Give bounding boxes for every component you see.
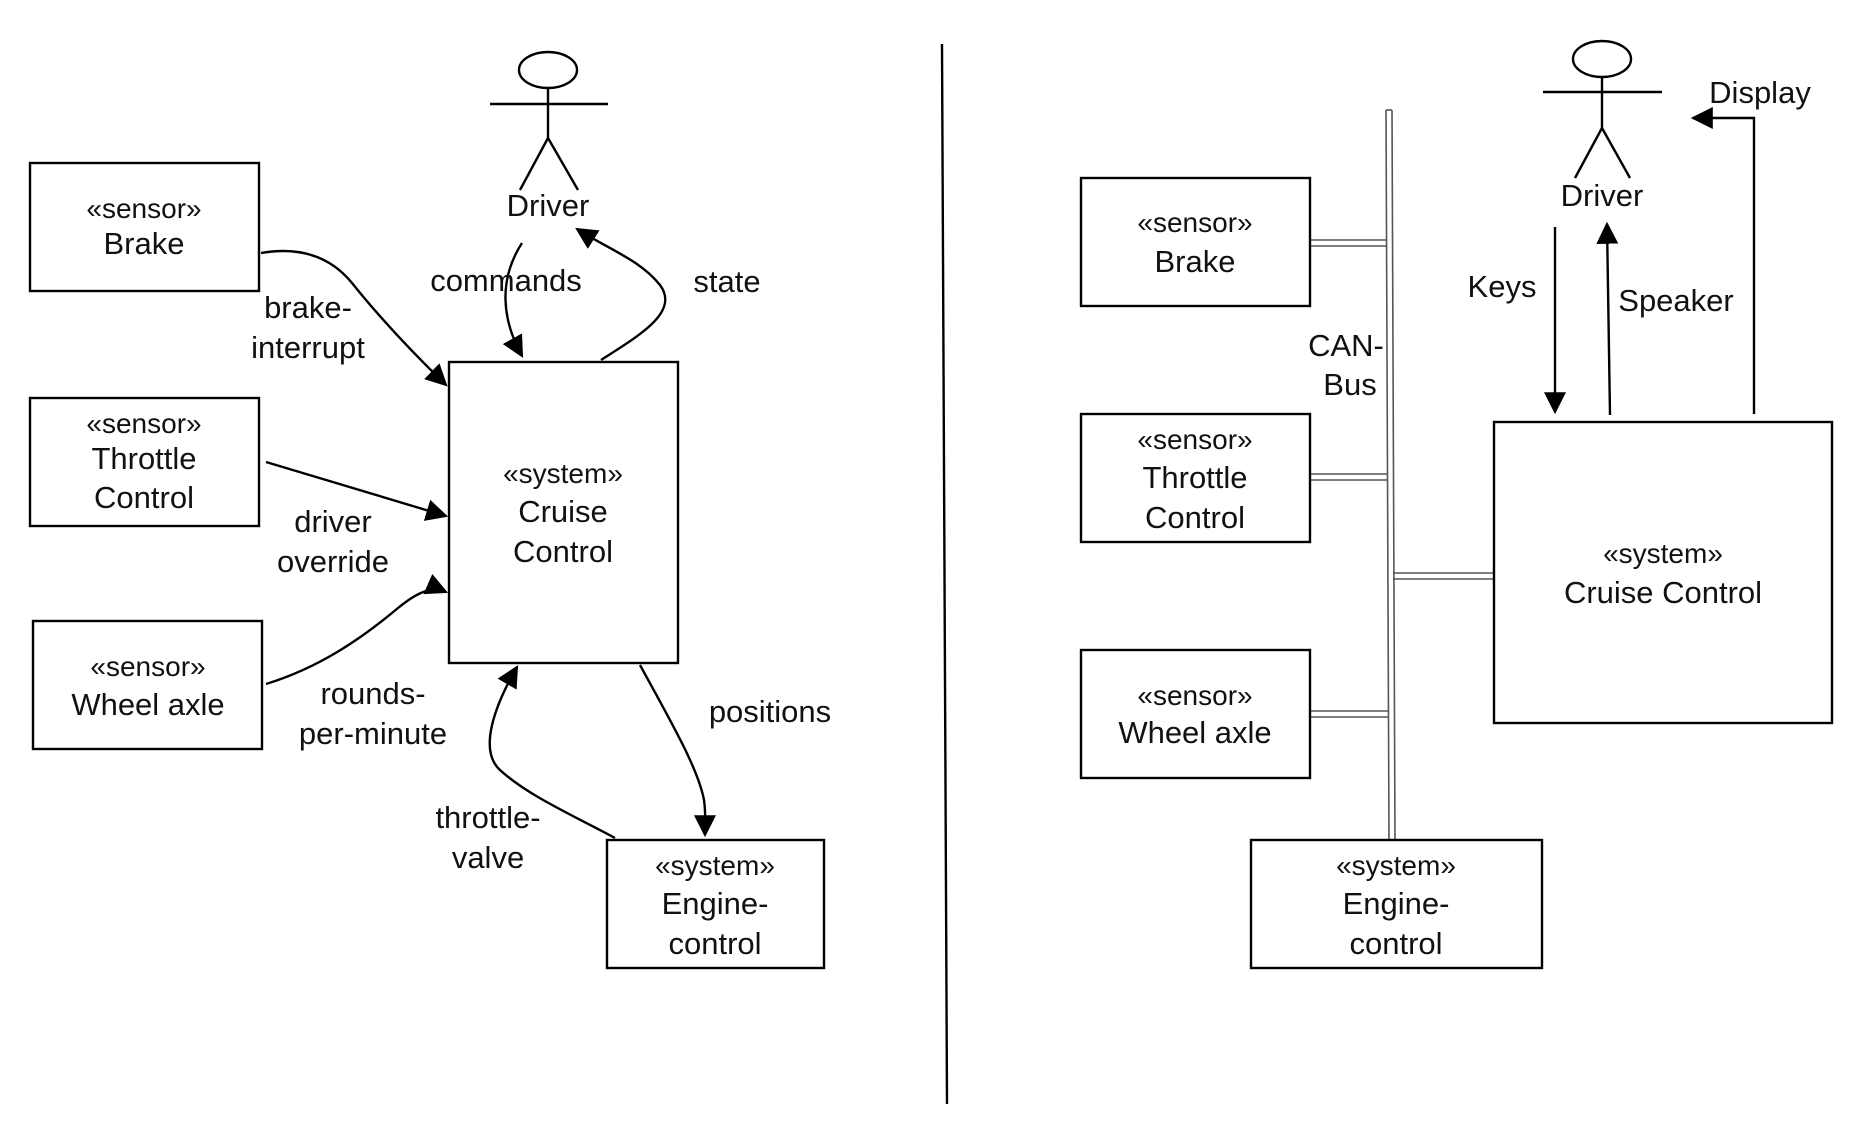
left-cruise-stereotype: «system» (503, 458, 623, 489)
right-engine-name-2: control (1349, 926, 1442, 961)
right-cruise-stereotype: «system» (1603, 538, 1723, 569)
driver-override-label-2: override (277, 544, 389, 579)
left-throttle-name-1: Throttle (91, 441, 196, 476)
display-label: Display (1709, 75, 1811, 110)
speaker-arrow (1596, 221, 1619, 416)
driver-override-label-1: driver (294, 504, 372, 539)
can-bus (1309, 109, 1494, 842)
left-engine-control-system: «system» Engine- control (605, 838, 826, 970)
rounds-per-minute-arrow (265, 573, 449, 686)
left-wheel-sensor: «sensor» Wheel axle (31, 619, 264, 751)
right-wheel-stereotype: «sensor» (1137, 680, 1252, 711)
positions-arrow (638, 664, 717, 838)
left-diagram: Driver «sensor» Brake «sensor» Throttle … (28, 50, 831, 970)
right-engine-stereotype: «system» (1336, 850, 1456, 881)
display-arrow (1690, 107, 1756, 414)
speaker-label: Speaker (1618, 283, 1733, 318)
throttle-valve-label-2: valve (452, 840, 524, 875)
can-bus-label-2: Bus (1323, 367, 1376, 402)
driver-override-arrow (265, 460, 449, 521)
throttle-valve-label-1: throttle- (435, 800, 540, 835)
commands-arrow (502, 242, 524, 358)
panel-divider (940, 43, 949, 1105)
left-cruise-name-2: Control (513, 534, 613, 569)
positions-label: positions (709, 694, 831, 729)
left-driver-actor: Driver (490, 50, 608, 223)
right-engine-name-1: Engine- (1343, 886, 1450, 921)
rounds-per-minute-label-1: rounds- (320, 676, 425, 711)
can-bus-label-1: CAN- (1308, 328, 1384, 363)
left-engine-name-1: Engine- (662, 886, 769, 921)
right-driver-label: Driver (1561, 178, 1644, 213)
left-engine-name-2: control (668, 926, 761, 961)
right-driver-actor: Driver (1543, 39, 1662, 213)
state-arrow (575, 227, 667, 362)
left-cruise-control-system: «system» Cruise Control (447, 360, 680, 665)
left-engine-stereotype: «system» (655, 850, 775, 881)
left-throttle-name-2: Control (94, 480, 194, 515)
right-brake-name: Brake (1155, 244, 1236, 279)
right-brake-stereotype: «sensor» (1137, 207, 1252, 238)
brake-interrupt-label-1: brake- (264, 290, 352, 325)
right-wheel-name: Wheel axle (1118, 715, 1271, 750)
state-label: state (693, 264, 760, 299)
left-brake-name: Brake (104, 226, 185, 261)
right-throttle-name-1: Throttle (1142, 460, 1247, 495)
right-wheel-sensor: «sensor» Wheel axle (1079, 648, 1312, 780)
keys-label: Keys (1468, 269, 1537, 304)
right-throttle-stereotype: «sensor» (1137, 424, 1252, 455)
left-throttle-sensor: «sensor» Throttle Control (28, 396, 261, 528)
commands-label: commands (430, 263, 582, 298)
right-engine-control-system: «system» Engine- control (1249, 838, 1544, 970)
right-throttle-name-2: Control (1145, 500, 1245, 535)
right-cruise-name: Cruise Control (1564, 575, 1762, 610)
right-cruise-control-system: «system» Cruise Control (1492, 420, 1834, 725)
left-wheel-stereotype: «sensor» (90, 651, 205, 682)
left-wheel-name: Wheel axle (71, 687, 224, 722)
right-diagram: CAN- Bus Driver «sensor» Brake «sensor» … (1079, 39, 1834, 970)
left-brake-stereotype: «sensor» (86, 193, 201, 224)
left-cruise-name-1: Cruise (518, 494, 608, 529)
left-driver-label: Driver (507, 188, 590, 223)
brake-interrupt-label-2: interrupt (251, 330, 365, 365)
left-brake-sensor: «sensor» Brake (28, 161, 261, 293)
right-brake-sensor: «sensor» Brake (1079, 176, 1312, 308)
throttle-valve-arrow (488, 665, 616, 840)
brake-interrupt-arrow (260, 249, 448, 387)
left-throttle-stereotype: «sensor» (86, 408, 201, 439)
rounds-per-minute-label-2: per-minute (299, 716, 447, 751)
right-throttle-sensor: «sensor» Throttle Control (1079, 412, 1312, 544)
